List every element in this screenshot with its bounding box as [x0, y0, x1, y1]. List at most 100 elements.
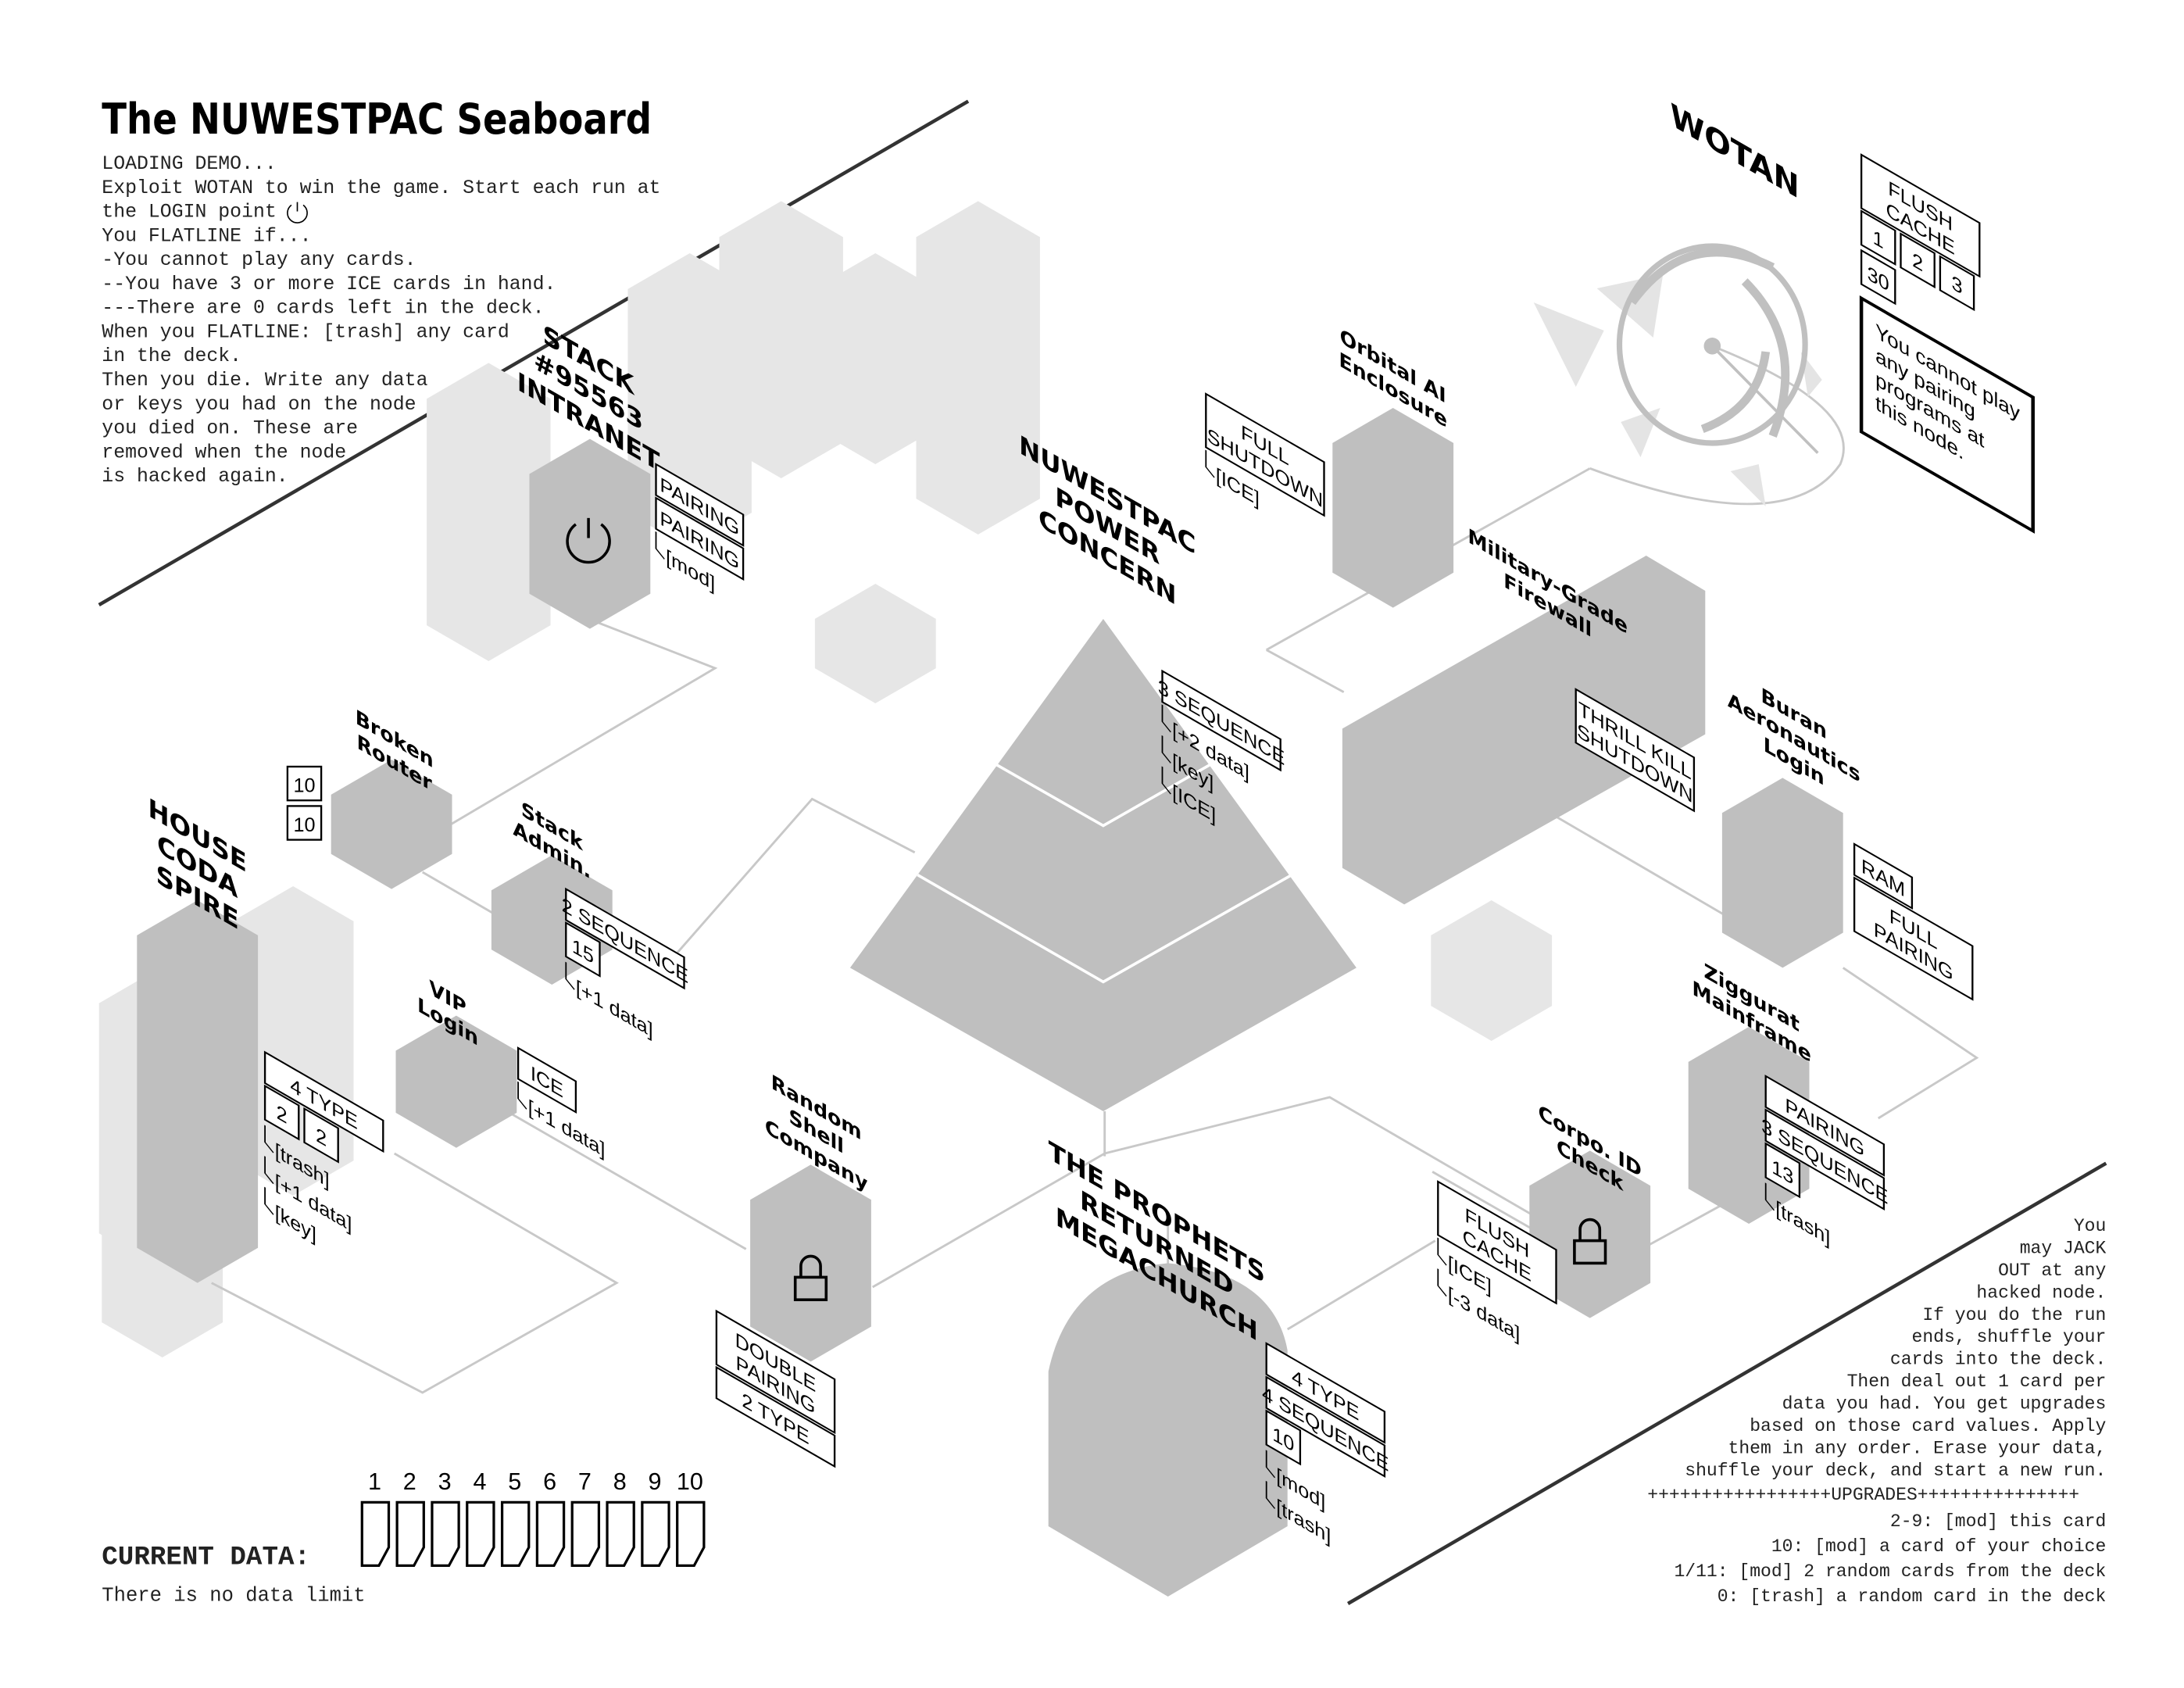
- background-building: [427, 363, 551, 661]
- buran-node: [1721, 778, 1843, 968]
- connection-line: [660, 797, 916, 971]
- intro-line: You FLATLINE if...: [102, 225, 311, 247]
- program-box[interactable]: ICE: [517, 1046, 577, 1114]
- upgrade-rule: 2-9: [mod] this card: [1890, 1511, 2106, 1532]
- wotan-shard: [1533, 302, 1604, 387]
- background-building: [719, 201, 843, 478]
- number-value: 3: [1951, 270, 1962, 299]
- power-icon: [566, 517, 611, 564]
- jack-out-line: cards into the deck.: [1890, 1350, 2106, 1370]
- data-slot[interactable]: [676, 1500, 706, 1568]
- item-bracket: [1437, 1268, 1447, 1297]
- item-bracket: [517, 1081, 527, 1110]
- page-title: The NUWESTPAC Seaboard: [102, 95, 652, 144]
- data-slot[interactable]: [606, 1500, 635, 1568]
- broken-router-programs: 10 10: [286, 765, 323, 841]
- orbital-ai-node: [1332, 408, 1454, 608]
- intro-line: Exploit WOTAN to win the game. Start eac…: [102, 177, 660, 199]
- data-slot[interactable]: [500, 1500, 531, 1568]
- node-name-line: WOTAN: [1671, 96, 1800, 207]
- data-slot[interactable]: [535, 1500, 566, 1568]
- number-box[interactable]: 1: [1860, 209, 1896, 266]
- number-box[interactable]: 10: [286, 765, 323, 802]
- number-value: 2: [1912, 248, 1923, 277]
- random-shell-node: [750, 1164, 871, 1362]
- connection-line: [1432, 1171, 1549, 1239]
- power-icon: [287, 202, 308, 224]
- current-data-label: CURRENT DATA:: [102, 1543, 310, 1573]
- item-bracket: [1265, 1480, 1275, 1509]
- upgrade-rule: 0: [trash] a random card in the deck: [1718, 1586, 2107, 1607]
- connection-line: [435, 617, 718, 834]
- number-value: 10: [293, 814, 315, 836]
- item-bracket: [1265, 1450, 1275, 1479]
- jack-out-line: based on those card values. Apply: [1750, 1416, 2106, 1436]
- jack-out-line: hacked node.: [1976, 1282, 2106, 1303]
- item-bracket: [1437, 1237, 1447, 1266]
- connection-line: [211, 1152, 619, 1394]
- wotan-sphere: [1533, 243, 1822, 506]
- wotan-shard: [1621, 408, 1660, 457]
- number-box[interactable]: 3: [1939, 255, 1975, 312]
- data-slot-number: 2: [403, 1468, 416, 1495]
- data-slot[interactable]: [431, 1500, 460, 1568]
- corpo-id-node: [1529, 1150, 1651, 1318]
- connection-line: [421, 871, 501, 918]
- power-concern-pyramid: [849, 619, 1357, 1111]
- jack-out-line: data you had. You get upgrades: [1782, 1394, 2107, 1414]
- data-slot[interactable]: [641, 1500, 670, 1568]
- data-slot-number: 10: [677, 1468, 703, 1495]
- data-slot[interactable]: [570, 1500, 601, 1568]
- intro-line: ---There are 0 cards left in the deck.: [102, 298, 544, 320]
- data-limit-note: There is no data limit: [102, 1584, 365, 1607]
- jack-out-line: ends, shuffle your: [1912, 1327, 2107, 1347]
- intro-line: in the deck.: [102, 345, 241, 367]
- divider-line: [98, 99, 970, 606]
- background-building: [232, 886, 354, 1196]
- number-value: 1: [1873, 225, 1884, 254]
- firewall-node: [1342, 556, 1706, 905]
- intro-line: is hacked again.: [102, 466, 288, 488]
- data-slot[interactable]: [395, 1500, 425, 1568]
- background-building: [916, 201, 1040, 535]
- wotan-title[interactable]: WOTAN: [1671, 96, 1800, 207]
- item-bracket: [655, 531, 665, 560]
- data-slot-number: 4: [473, 1468, 486, 1495]
- lock-icon: [1573, 1218, 1607, 1265]
- number-box[interactable]: 2: [263, 1084, 300, 1141]
- intro-line: -You cannot play any cards.: [102, 249, 416, 271]
- number-box[interactable]: 10: [286, 805, 323, 841]
- vip-login-programs: ICE[+1 data]: [517, 1046, 605, 1161]
- pyramid-band: [994, 762, 1213, 828]
- number-box[interactable]: 13: [1764, 1142, 1801, 1199]
- data-slot-number: 8: [613, 1468, 627, 1495]
- connection-line: [1589, 348, 1845, 506]
- number-box[interactable]: 2: [303, 1107, 339, 1164]
- item-bracket: [1161, 735, 1171, 764]
- number-box[interactable]: 15: [565, 921, 601, 978]
- connection-line: [506, 1110, 747, 1250]
- program-effect: [trash]: [1775, 1196, 1830, 1250]
- vip-login-node: [395, 1015, 517, 1148]
- number-box[interactable]: 2: [1900, 232, 1936, 289]
- data-slot-number: 7: [578, 1468, 592, 1495]
- upgrades-header: +++++++++++++++++UPGRADES+++++++++++++++: [1647, 1485, 2079, 1505]
- intranet-node: [529, 438, 651, 629]
- item-bracket: [1161, 704, 1171, 733]
- jack-out-line: You: [2074, 1216, 2106, 1236]
- house-coda-node: [137, 900, 259, 1283]
- intro-line: or keys you had on the node: [102, 394, 416, 416]
- data-slot[interactable]: [466, 1500, 495, 1568]
- data-slot[interactable]: [360, 1500, 391, 1568]
- item-bracket: [264, 1186, 274, 1215]
- number-box[interactable]: 30: [1860, 249, 1896, 306]
- number-box[interactable]: 10: [1265, 1409, 1302, 1466]
